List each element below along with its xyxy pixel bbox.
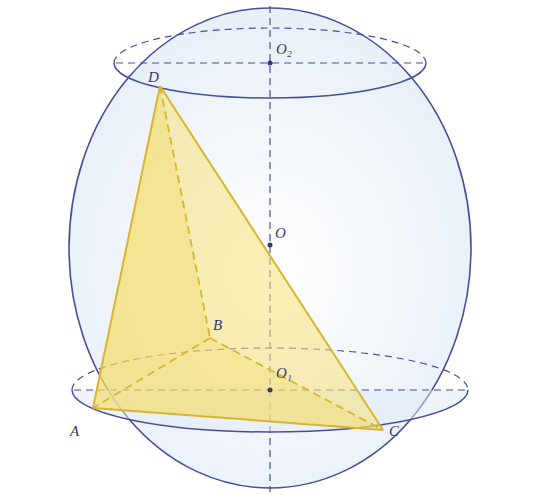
point-o1 [268, 388, 273, 393]
point-label: O₂ [276, 42, 292, 57]
point-o [268, 243, 273, 248]
edge-ac [93, 408, 383, 430]
edge-dc [160, 86, 383, 430]
point-label: C [389, 424, 399, 439]
edge-bc [210, 338, 383, 430]
edge-da [93, 86, 160, 408]
face-dac [93, 86, 383, 430]
point-label: A [70, 424, 79, 439]
point-label: B [213, 318, 222, 333]
point-label: O [275, 226, 286, 241]
edge-ba [93, 338, 210, 408]
point-label: O₁ [276, 366, 292, 381]
point-o2 [268, 61, 273, 66]
point-label: D [148, 70, 159, 85]
top-circle-back [114, 28, 426, 63]
face-bac [93, 338, 383, 430]
